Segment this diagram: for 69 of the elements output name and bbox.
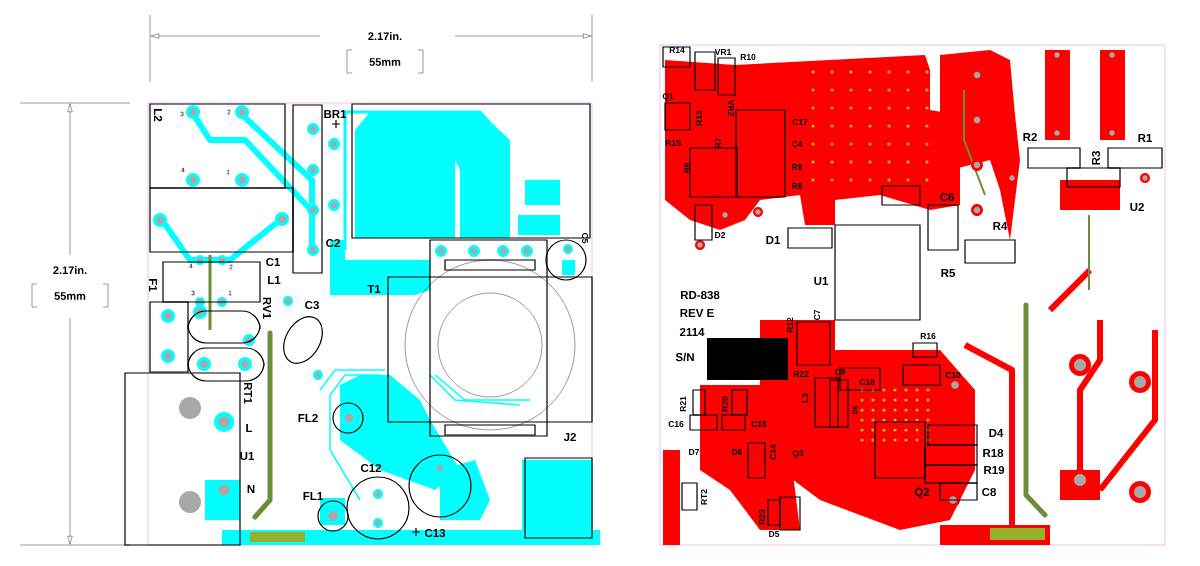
reference-designator: R8 <box>792 183 803 189</box>
reference-designator: L <box>246 424 253 432</box>
reference-designator: R13 <box>696 110 702 126</box>
reference-designator: C18 <box>859 379 875 385</box>
reference-designator: C16 <box>668 421 684 427</box>
reference-designator: FL1 <box>303 492 323 500</box>
reference-designator: R1 <box>1138 134 1153 142</box>
reference-designator: Q2 <box>914 487 930 499</box>
reference-designator: C15 <box>751 421 767 427</box>
dimension-label: 2.17in. <box>53 266 87 274</box>
reference-designator: R2 <box>1023 133 1037 141</box>
reference-designator: R15 <box>665 140 681 146</box>
reference-designator: C6 <box>940 192 954 202</box>
reference-designator: D5 <box>769 531 780 537</box>
reference-designator: RT1 <box>244 382 252 404</box>
reference-designator: R4 <box>993 222 1008 230</box>
reference-designator: RT2 <box>701 489 707 505</box>
reference-designator: C1 <box>266 257 281 267</box>
reference-designator: R10 <box>740 54 756 60</box>
reference-designator: L3 <box>802 393 808 403</box>
reference-designator: R5 <box>941 269 956 277</box>
reference-designator: C10 <box>945 372 961 378</box>
reference-designator: L2 <box>154 109 162 122</box>
reference-designator: D7 <box>689 449 700 455</box>
reference-designator: C4 <box>791 141 803 147</box>
reference-designator: D1 <box>766 236 781 244</box>
reference-designator: R23 <box>759 509 765 525</box>
reference-designator: R20 <box>722 396 728 412</box>
reference-designator: R18 <box>983 448 1004 458</box>
reference-designator: VR2 <box>728 99 734 116</box>
reference-designator: D4 <box>989 429 1004 437</box>
reference-designator: C12 <box>360 463 382 473</box>
reference-designator: U1 <box>814 277 829 285</box>
reference-designator: R21 <box>680 396 686 412</box>
dimension-label: 2.17in. <box>368 32 402 40</box>
reference-designator: U2 <box>1130 202 1144 212</box>
reference-designator: F1 <box>149 279 157 292</box>
dimension-label: 55mm <box>54 292 86 300</box>
dimension-label: 55mm <box>369 58 401 66</box>
reference-designator: D6 <box>732 449 743 455</box>
reference-designator: R22 <box>793 371 809 377</box>
reference-designator: VR1 <box>714 49 732 55</box>
reference-designator: R9 <box>792 164 803 170</box>
reference-designator: C8 <box>982 487 996 497</box>
board-marking: 2114 <box>679 328 705 336</box>
reference-designator: R12 <box>787 317 793 333</box>
board-marking: RD-838 <box>680 290 720 300</box>
board-marking: REV E <box>680 309 714 317</box>
board-marking: S/N <box>675 352 694 362</box>
reference-designator: D2 <box>715 232 726 238</box>
reference-designator: T1 <box>367 285 381 293</box>
reference-designator: N <box>247 485 255 493</box>
reference-designator: FL2 <box>298 414 318 422</box>
reference-designator: C3 <box>305 300 319 310</box>
reference-designator: C17 <box>792 119 808 125</box>
reference-designator: C7 <box>814 309 820 321</box>
reference-designator: C14 <box>770 444 776 460</box>
reference-designator: R14 <box>669 47 685 53</box>
reference-designator: L1 <box>268 276 281 284</box>
reference-designator: C13 <box>424 528 446 538</box>
reference-designator: R3 <box>1091 151 1101 165</box>
reference-designator: J2 <box>563 432 576 442</box>
reference-designator: R16 <box>920 333 936 339</box>
reference-designator: RV1 <box>263 297 271 319</box>
reference-designator: R6 <box>684 162 690 173</box>
reference-designator: Q3 <box>792 450 804 458</box>
reference-designator: R7 <box>715 137 721 148</box>
reference-designator: R19 <box>984 465 1005 475</box>
reference-designator: C5 <box>582 232 588 244</box>
